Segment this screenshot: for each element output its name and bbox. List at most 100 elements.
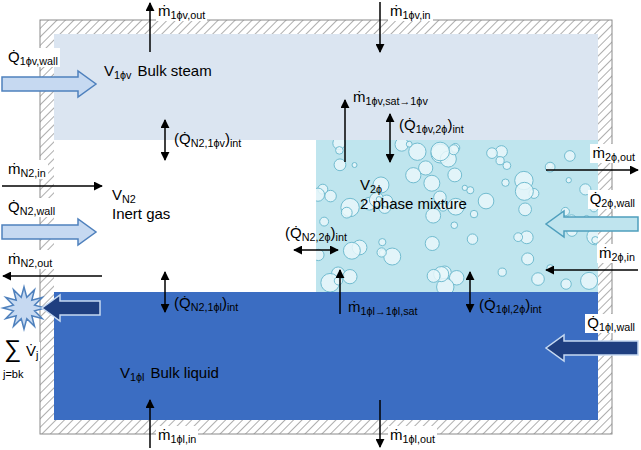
symbol-text: Inert gas (112, 205, 170, 222)
symbol-text: ṁ (599, 244, 612, 261)
flux-label: (Q̇1ϕl,2ϕ)int (479, 296, 542, 315)
bubble (503, 162, 511, 170)
heat-input-arrow (2, 219, 96, 245)
bubble (522, 253, 534, 265)
subscript: int (452, 123, 463, 135)
heat-input-arrow (546, 335, 638, 361)
symbol-text: ṁ (158, 2, 171, 19)
flow-label: ṁ1ϕl,out (388, 426, 437, 445)
symbol-text: ( (285, 224, 290, 241)
flux-label: (Q̇N2,1ϕl)int (174, 294, 238, 313)
symbol-text: Q̇ (587, 314, 599, 331)
symbol-text: V (360, 176, 370, 193)
symbol-text: 2 phase mixture (360, 195, 467, 212)
subscript: 1ϕv,in (403, 9, 431, 21)
bubble (449, 145, 459, 155)
bubble (592, 237, 598, 244)
sum-notation: j=bk (3, 368, 24, 382)
subscript: 1ϕl→1ϕl,sat (361, 305, 418, 317)
symbol-text: j=bk (3, 368, 24, 380)
mass-flow-arrow (3, 275, 102, 277)
subscript: 1ϕl,wall (599, 321, 635, 333)
bubble (470, 210, 477, 217)
subscript: j (36, 349, 38, 361)
symbol-text: ( (174, 294, 179, 311)
flow-label: ṁ1ϕv,in (388, 2, 433, 21)
subscript: 1ϕv,out (171, 9, 206, 21)
two-phase-region: V2ϕ2 phase mixture (316, 140, 598, 292)
volume-symbol: VN2 (112, 186, 136, 205)
symbol-text: ṁ (8, 250, 21, 267)
subscript: int (227, 301, 238, 313)
flow-label: ṁ2ϕ,out (590, 144, 637, 163)
bubble (325, 190, 337, 202)
symbol-text: ṁ (353, 88, 366, 105)
sum-notation: ∑ (4, 334, 21, 364)
subscript: 2ϕ,wall (601, 197, 635, 209)
bubble (320, 217, 329, 226)
interface-arrow (294, 249, 338, 251)
interface-arrow (164, 120, 166, 160)
symbol-text: ṁ (8, 160, 21, 177)
bubble (519, 203, 532, 216)
mass-flow-arrow (546, 269, 638, 271)
symbol-text: ( (174, 130, 179, 147)
symbol-text: Bulk steam (137, 62, 211, 79)
subscript: 1ϕv,sat→1ϕv (366, 95, 428, 107)
symbol-text: V (104, 62, 114, 79)
subscript: N2,wall (20, 205, 55, 217)
symbol-text: ) (222, 294, 227, 311)
symbol-text: V (112, 186, 122, 203)
flow-label: Q̇1ϕv,wall (6, 48, 60, 67)
break-symbol (3, 287, 45, 329)
bubble (341, 207, 352, 218)
bubble (316, 249, 324, 260)
volume-symbol: V2ϕ (360, 176, 382, 195)
symbol-text: Q̇ (590, 190, 602, 207)
subscript: 1ϕv (114, 69, 131, 81)
symbol-text: Q̇ (179, 130, 191, 147)
subscript: 1ϕv,wall (20, 55, 58, 67)
symbol-text: Q̇ (8, 198, 20, 215)
mass-flow-arrow (2, 185, 102, 187)
subscript: 1ϕl (130, 371, 144, 383)
subscript: 2ϕ,in (612, 251, 635, 263)
bubble (565, 151, 576, 162)
bubble (502, 179, 509, 186)
heat-input-arrow (546, 211, 638, 237)
region-name: Bulk steam (137, 62, 211, 81)
subscript: int (230, 137, 241, 149)
symbol-text: V (120, 364, 130, 381)
flow-label: ṁ1ϕl,in (156, 426, 198, 445)
flow-label: V̇j (24, 342, 40, 361)
vapour-region: V1ϕv Bulk steam (54, 34, 598, 140)
region-name: Bulk liquid (150, 364, 218, 383)
bubble (448, 168, 462, 182)
flow-label: ṁ2ϕ,in (597, 244, 637, 263)
symbol-text: V̇ (26, 342, 36, 359)
symbol-text: Q̇ (404, 116, 416, 133)
bubble (334, 277, 342, 285)
interface-arrow (344, 100, 346, 162)
bubble (515, 182, 533, 200)
interface-arrow (339, 270, 341, 314)
subscript: N2,in (21, 167, 46, 179)
flow-label: Q̇2ϕ,wall (588, 190, 637, 209)
bubble (316, 188, 325, 201)
bubble (425, 236, 439, 250)
bubble (427, 269, 440, 282)
flow-label: ṁN2,in (6, 160, 48, 179)
bubble (532, 273, 545, 286)
mass-flow-arrow (149, 3, 151, 52)
flux-label: (Q̇N2,2ϕ)int (285, 224, 347, 243)
symbol-text: ) (331, 224, 336, 241)
region-name: 2 phase mixture (360, 195, 467, 214)
bubble (498, 268, 506, 276)
subscript: N2,2ϕ (302, 231, 331, 243)
subscript: 1ϕv,2ϕ (416, 123, 448, 135)
bubble (561, 279, 571, 289)
flux-label: ṁ1ϕv,sat→1ϕv (353, 88, 428, 107)
mass-flow-arrow (546, 169, 638, 171)
bubble (462, 185, 467, 190)
